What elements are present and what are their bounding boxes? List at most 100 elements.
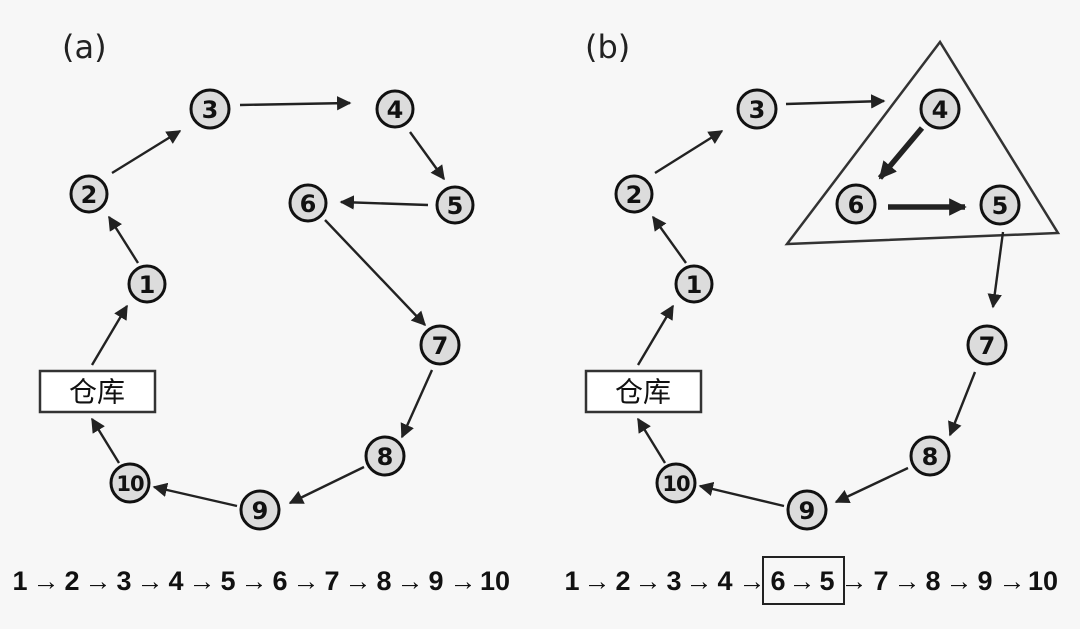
panel-b-edges <box>636 94 1005 508</box>
node-6-label: 6 <box>300 190 317 218</box>
edge-6-7 <box>324 219 426 327</box>
edge-7-8 <box>400 369 434 439</box>
sequence-arrow: → <box>946 566 973 596</box>
node-9-label: 9 <box>799 497 816 525</box>
edge-7-8 <box>948 371 977 437</box>
node-8-label: 8 <box>922 443 939 471</box>
sequence-node: 6 <box>770 566 785 596</box>
edge-5-7 <box>987 231 1005 309</box>
swapped-segment-box <box>762 556 845 605</box>
warehouse-box <box>584 369 703 414</box>
sequence-arrow: → <box>189 566 216 596</box>
node-4: 4 <box>919 88 961 130</box>
sequence-arrow: → <box>841 566 868 596</box>
node-4-label: 4 <box>932 96 949 124</box>
sequence-node: 7 <box>873 566 888 596</box>
node-8: 8 <box>364 435 406 477</box>
panel-b-nodes: 1 2 3 4 5 6 7 8 9 10 <box>614 88 1021 531</box>
edge-2-3 <box>111 129 182 175</box>
node-7-label: 7 <box>432 332 449 360</box>
edge-10-warehouse <box>90 417 121 464</box>
edge-warehouse-1 <box>90 304 129 366</box>
node-2-label: 2 <box>81 181 98 209</box>
sequence-node: 3 <box>116 566 131 596</box>
edge-5-6 <box>339 195 429 210</box>
edge-1-2 <box>107 215 140 264</box>
node-7: 7 <box>419 324 461 366</box>
node-6: 6 <box>288 183 328 223</box>
node-1-label: 1 <box>139 271 156 299</box>
sequence-arrow: → <box>999 566 1026 596</box>
sequence-arrow: → <box>137 566 164 596</box>
sequence-arrow: → <box>450 566 477 596</box>
node-5-label: 5 <box>992 192 1009 220</box>
sequence-arrow: → <box>739 566 766 596</box>
node-2-label: 2 <box>626 181 643 209</box>
node-3: 3 <box>736 88 778 130</box>
sequence-node: 5 <box>220 566 235 596</box>
warehouse-label: 仓库 <box>69 376 125 409</box>
sequence-node: 1 <box>564 566 579 596</box>
sequence-arrow: → <box>686 566 713 596</box>
sequence-arrow: → <box>894 566 921 596</box>
edge-warehouse-1 <box>636 304 675 366</box>
edge-4-6 <box>877 126 925 180</box>
grouping-triangle <box>784 39 1061 246</box>
sequence-node: 2 <box>615 566 630 596</box>
edge-9-10 <box>698 481 785 508</box>
node-9: 9 <box>239 489 281 531</box>
sequence-node: 2 <box>64 566 79 596</box>
sequence-node: 10 <box>480 566 510 596</box>
node-3-label: 3 <box>749 96 766 124</box>
node-10-label: 10 <box>662 472 690 496</box>
sequence-arrow: → <box>345 566 372 596</box>
edge-1-2 <box>652 215 687 264</box>
warehouse-b: 仓库 <box>584 369 703 414</box>
node-10: 10 <box>655 462 697 504</box>
sequence-node: 1 <box>12 566 27 596</box>
node-3: 3 <box>189 88 231 130</box>
warehouse-a: 仓库 <box>38 369 157 414</box>
sequence-node: 9 <box>977 566 992 596</box>
panel-b-label: (b) <box>585 28 630 66</box>
sequence-arrow: → <box>789 566 816 596</box>
edge-8-9 <box>288 465 365 505</box>
node-8: 8 <box>909 435 951 477</box>
node-4-label: 4 <box>387 96 404 124</box>
node-1: 1 <box>127 264 167 304</box>
sequence-arrow: → <box>635 566 662 596</box>
sequence-node: 10 <box>1028 566 1058 596</box>
sequence-arrow: → <box>584 566 611 596</box>
node-9: 9 <box>786 489 828 531</box>
node-10: 10 <box>109 462 151 504</box>
node-2: 2 <box>69 174 109 214</box>
node-4: 4 <box>375 89 415 129</box>
node-7: 7 <box>966 324 1008 366</box>
node-5: 5 <box>435 185 475 225</box>
sequence-arrow: → <box>33 566 60 596</box>
node-8-label: 8 <box>377 443 394 471</box>
panel-a-label: (a) <box>62 28 107 66</box>
edge-2-3 <box>654 129 724 175</box>
sequence-arrow: → <box>293 566 320 596</box>
sequence-node: 4 <box>717 566 732 596</box>
panel-a-nodes: 1 2 3 4 5 6 7 8 9 10 <box>69 88 475 531</box>
node-10-label: 10 <box>116 472 144 496</box>
panel-a: (a) 仓库 1 2 3 4 5 6 7 8 9 <box>12 28 510 596</box>
node-6-label: 6 <box>848 191 865 219</box>
node-5: 5 <box>979 184 1021 226</box>
sequence-arrow: → <box>397 566 424 596</box>
node-2: 2 <box>614 174 654 214</box>
sequence-arrow: → <box>241 566 268 596</box>
warehouse-label: 仓库 <box>615 376 671 409</box>
panel-b: (b) 仓库 1 2 3 4 5 6 7 8 9 <box>564 28 1061 605</box>
node-9-label: 9 <box>252 497 269 525</box>
edge-4-5 <box>409 131 445 181</box>
sequence-node: 7 <box>324 566 339 596</box>
node-1-label: 1 <box>686 271 703 299</box>
node-1: 1 <box>674 264 714 304</box>
sequence-node: 6 <box>272 566 287 596</box>
sequence-a: 1→2→3→4→5→6→7→8→9→10 <box>12 566 510 596</box>
panel-a-edges <box>90 96 445 508</box>
